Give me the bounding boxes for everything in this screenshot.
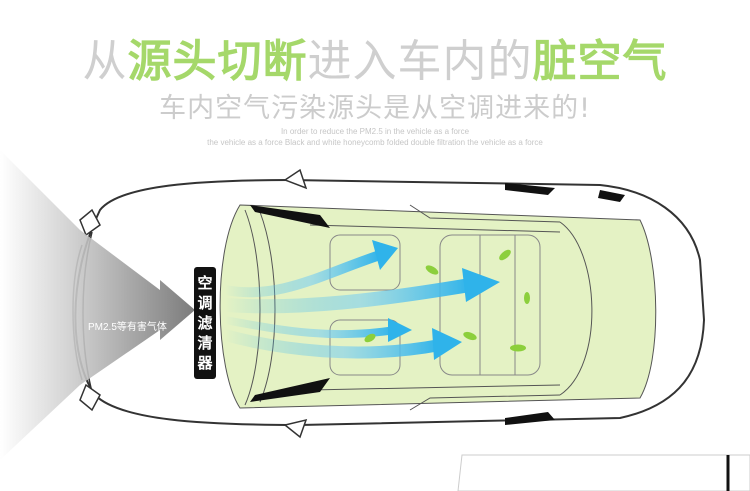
corner-card-fragment [457,454,750,491]
headline-part-1: 从 [82,36,128,87]
ac-filter-label: 空 调 滤 清 器 [194,267,216,379]
mirror-bottom [283,418,308,439]
english-caption-line-2: the vehicle as a force Black and white h… [207,138,543,147]
rear-strip-top [505,183,555,195]
headlight-bottom [79,383,101,412]
headlight-top [79,208,101,237]
headline-part-2: 源头切断 [127,36,308,87]
wiper-bottom [250,378,330,402]
filter-char-4: 清 [197,334,213,352]
filter-char-3: 滤 [197,314,213,332]
filter-char-1: 空 [197,274,213,292]
headline-part-4: 脏空气 [532,36,668,87]
arrow-heads [372,240,500,360]
rear-light-top [598,190,625,202]
pollution-funnel [0,150,195,460]
leaf-icons [364,249,530,352]
filter-char-5: 器 [197,354,213,372]
rear-strip-bottom [505,412,555,425]
headline-part-3: 进入车内的 [307,36,533,87]
wiper-top [250,205,330,228]
headline: 从源头切断进入车内的脏空气 [0,40,750,84]
english-caption-line-1: In order to reduce the PM2.5 in the vehi… [280,127,470,136]
filter-char-2: 调 [197,294,213,312]
pm25-label: PM2.5等有害气体 [88,322,167,333]
airflow-arrows [218,250,477,359]
subheadline: 车内空气污染源头是从空调进来的! [159,93,591,124]
mirror-top [283,168,308,190]
window-lines [244,204,593,411]
